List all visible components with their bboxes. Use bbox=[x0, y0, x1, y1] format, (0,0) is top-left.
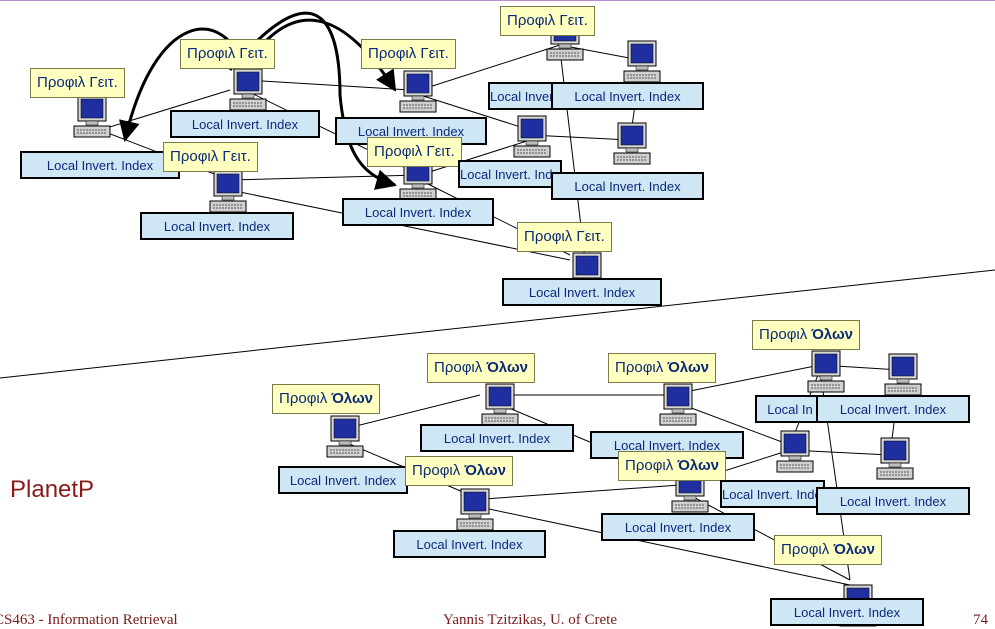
local-index-label: Local Invert. Index bbox=[342, 198, 494, 226]
local-index-label: Local Invert. Index bbox=[720, 480, 825, 508]
profile-prefix: Προφιλ bbox=[759, 326, 812, 343]
profile-bold: Όλων bbox=[464, 462, 506, 479]
all-profile-label: Προφιλ Όλων bbox=[427, 353, 535, 383]
link bbox=[419, 44, 561, 91]
neighbor-profile-label: Προφιλ Γειτ. bbox=[500, 6, 595, 36]
local-index-label: Local Invert. Index bbox=[502, 278, 662, 306]
link bbox=[419, 94, 531, 131]
link bbox=[419, 139, 531, 176]
local-index-label: Local Invert. Index bbox=[278, 466, 408, 494]
profile-bold: Όλων bbox=[331, 390, 373, 407]
profile-prefix: Προφιλ bbox=[781, 541, 834, 558]
local-index-label: Local Invert. Index bbox=[551, 82, 704, 110]
separator-line bbox=[0, 269, 995, 379]
neighbor-profile-label: Προφιλ Γειτ. bbox=[30, 68, 125, 98]
computer-icon bbox=[399, 70, 437, 113]
computer-icon bbox=[456, 488, 494, 531]
profile-bold: Όλων bbox=[677, 457, 719, 474]
link bbox=[559, 44, 641, 61]
link bbox=[669, 364, 821, 396]
local-index-label: Local Invert. Index bbox=[816, 487, 970, 515]
all-profile-label: Προφιλ Όλων bbox=[405, 456, 513, 486]
local-index-label: Local Invert. Index bbox=[551, 172, 704, 200]
profile-bold: Όλων bbox=[833, 541, 875, 558]
all-profile-label: Προφιλ Όλων bbox=[272, 384, 380, 414]
footer-author: Yannis Tzitzikas, U. of Crete bbox=[443, 612, 618, 628]
section-title: PlanetP bbox=[10, 476, 95, 503]
slide-top-border bbox=[0, 0, 995, 1]
computer-icon bbox=[481, 383, 519, 426]
all-profile-label: Προφιλ Όλων bbox=[774, 535, 882, 565]
neighbor-profile-label: Προφιλ Γειτ. bbox=[163, 142, 258, 172]
computer-icon bbox=[73, 95, 111, 138]
computer-icon bbox=[513, 115, 551, 158]
profile-prefix: Προφιλ bbox=[412, 462, 465, 479]
computer-icon bbox=[209, 170, 247, 213]
link bbox=[469, 504, 851, 586]
link bbox=[339, 394, 481, 431]
computer-icon bbox=[613, 122, 651, 165]
profile-prefix: Προφιλ bbox=[615, 359, 668, 376]
local-index-label-partial: Local In bbox=[755, 395, 825, 423]
local-index-label: Local Invert. Index bbox=[20, 151, 180, 179]
link bbox=[469, 484, 681, 501]
link bbox=[529, 134, 631, 141]
neighbor-profile-label: Προφιλ Γειτ. bbox=[361, 39, 456, 69]
neighbor-profile-label: Προφιλ Γειτ. bbox=[367, 137, 462, 167]
local-index-label: Local Invert. Index bbox=[770, 598, 924, 626]
all-profile-label: Προφιλ Όλων bbox=[608, 353, 716, 383]
computer-icon bbox=[326, 415, 364, 458]
local-index-label: Local Invert. Index bbox=[601, 513, 755, 541]
link bbox=[229, 174, 421, 181]
profile-bold: Όλων bbox=[811, 326, 853, 343]
computer-icon bbox=[884, 353, 922, 396]
computer-icon bbox=[876, 437, 914, 480]
neighbor-profile-label: Προφιλ Γειτ. bbox=[180, 39, 275, 69]
exchange-arrow bbox=[228, 11, 398, 190]
all-profile-label: Προφιλ Όλων bbox=[618, 451, 726, 481]
computer-icon bbox=[807, 350, 845, 393]
local-index-label: Local Invert. Index bbox=[816, 395, 970, 423]
all-profile-label: Προφιλ Όλων bbox=[752, 320, 860, 350]
local-index-label: Local Invert. Index bbox=[458, 160, 562, 188]
neighbor-profile-label: Προφιλ Γειτ. bbox=[517, 222, 612, 252]
local-index-label: Local Invert. Index bbox=[420, 424, 574, 452]
profile-prefix: Προφιλ bbox=[434, 359, 487, 376]
profile-prefix: Προφιλ bbox=[279, 390, 332, 407]
profile-prefix: Προφιλ bbox=[625, 457, 678, 474]
link bbox=[244, 79, 411, 91]
local-index-label: Local Invert. Index bbox=[393, 530, 546, 558]
computer-icon bbox=[659, 383, 697, 426]
computer-icon bbox=[229, 68, 267, 111]
profile-bold: Όλων bbox=[667, 359, 709, 376]
computer-icon bbox=[623, 40, 661, 83]
local-index-label: Local Invert. Index bbox=[170, 110, 320, 138]
profile-bold: Όλων bbox=[486, 359, 528, 376]
computer-icon bbox=[776, 430, 814, 473]
footer-page-number: 74 bbox=[973, 612, 988, 628]
footer-course: CS463 - Information Retrieval bbox=[0, 612, 178, 628]
local-index-label: Local Invert. Index bbox=[140, 212, 294, 240]
